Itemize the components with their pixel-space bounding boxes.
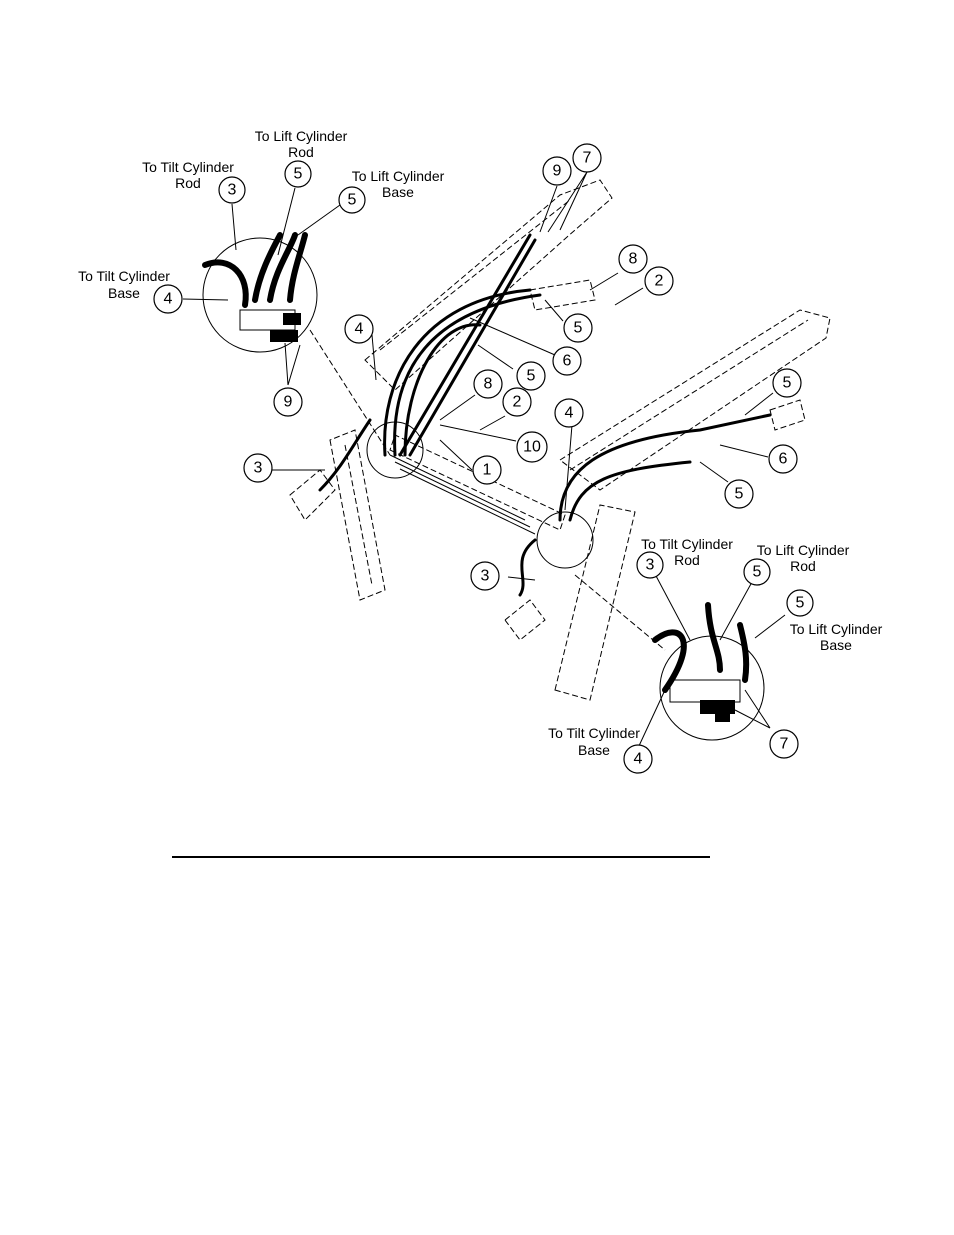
callout-3-bottom: 3 [471,562,499,590]
label-text: To Lift Cylinder [255,128,348,144]
label-text: To Lift Cylinder [352,168,445,184]
callout-number: 4 [565,405,574,422]
callout-number: 4 [164,291,173,308]
callout-4-br: 4 [624,745,652,773]
label-text: To Lift Cylinder [790,621,883,637]
label-text: Rod [288,144,314,160]
callout-9-top: 9 [543,157,571,185]
callout-5-br-base: 5 [787,590,813,616]
callout-number: 2 [655,273,664,290]
label-text: Rod [674,552,700,568]
callout-number: 3 [646,557,655,574]
callout-8-mid: 8 [474,370,502,398]
callout-number: 4 [634,751,643,768]
callout-5-tl-rod: 5 [285,161,311,187]
callout-number: 10 [523,439,541,456]
callout-5-mid: 5 [564,314,592,342]
callout-7-top: 7 [573,144,601,172]
callout-4-right: 4 [555,399,583,427]
callout-9-tl: 9 [274,388,302,416]
callout-8-top: 8 [619,245,647,273]
callout-number: 6 [779,451,788,468]
detail-circle-bottom-right [655,605,764,740]
label-text: To Tilt Cylinder [641,536,733,552]
callout-1: 1 [473,456,501,484]
callout-number: 3 [228,182,237,199]
loader-frame [290,180,830,700]
callout-number: 8 [484,376,493,393]
label-text: Base [820,637,852,653]
callout-3-tl: 3 [219,177,245,203]
callout-5-right2: 5 [725,480,753,508]
callout-number: 5 [783,375,792,392]
callout-number: 5 [294,166,303,183]
label-br-lift-base: To Lift Cylinder Base [790,621,883,653]
callout-10: 10 [517,432,547,462]
label-br-lift-rod: To Lift Cylinder Rod [757,542,850,574]
callout-number: 1 [483,462,492,479]
detail-circle-top-left [203,235,317,352]
callout-number: 5 [735,486,744,503]
label-text: Base [108,285,140,301]
label-text: Rod [175,175,201,191]
callout-number: 5 [753,564,762,581]
label-tl-lift-base: To Lift Cylinder Base [352,168,445,200]
label-text: Rod [790,558,816,574]
callout-6-mid: 6 [553,347,581,375]
callout-number: 6 [563,353,572,370]
callout-number: 3 [481,568,490,585]
callout-5-br-rod: 5 [744,559,770,585]
callout-5-mid2: 5 [517,362,545,390]
callout-4-tl: 4 [154,285,182,313]
label-text: To Tilt Cylinder [548,725,640,741]
callout-3-left: 3 [244,454,272,482]
callout-7-br: 7 [770,730,798,758]
label-tl-lift-rod: To Lift Cylinder Rod [255,128,348,160]
callout-number: 5 [796,595,805,612]
callout-number: 5 [348,192,357,209]
callout-number: 7 [583,150,592,167]
callout-5-tl-base: 5 [339,187,365,213]
callout-number: 4 [355,321,364,338]
callout-number: 3 [254,460,263,477]
callout-2-mid: 2 [503,388,531,416]
callout-5-right: 5 [773,369,801,397]
callout-number: 8 [629,251,638,268]
callout-number: 2 [513,394,522,411]
right-valve-hub [537,512,593,568]
callout-number: 5 [527,368,536,385]
callout-4-left: 4 [345,315,373,343]
callout-6-right: 6 [769,445,797,473]
label-text: To Tilt Cylinder [78,268,170,284]
label-text: Base [578,742,610,758]
label-text: To Tilt Cylinder [142,159,234,175]
label-text: To Lift Cylinder [757,542,850,558]
callout-number: 9 [553,163,562,180]
label-text: Base [382,184,414,200]
callout-number: 9 [284,394,293,411]
callout-number: 5 [574,320,583,337]
horizontal-rule [172,856,710,858]
callout-number: 7 [780,736,789,753]
callout-3-br: 3 [637,552,663,578]
callout-2-top: 2 [645,267,673,295]
